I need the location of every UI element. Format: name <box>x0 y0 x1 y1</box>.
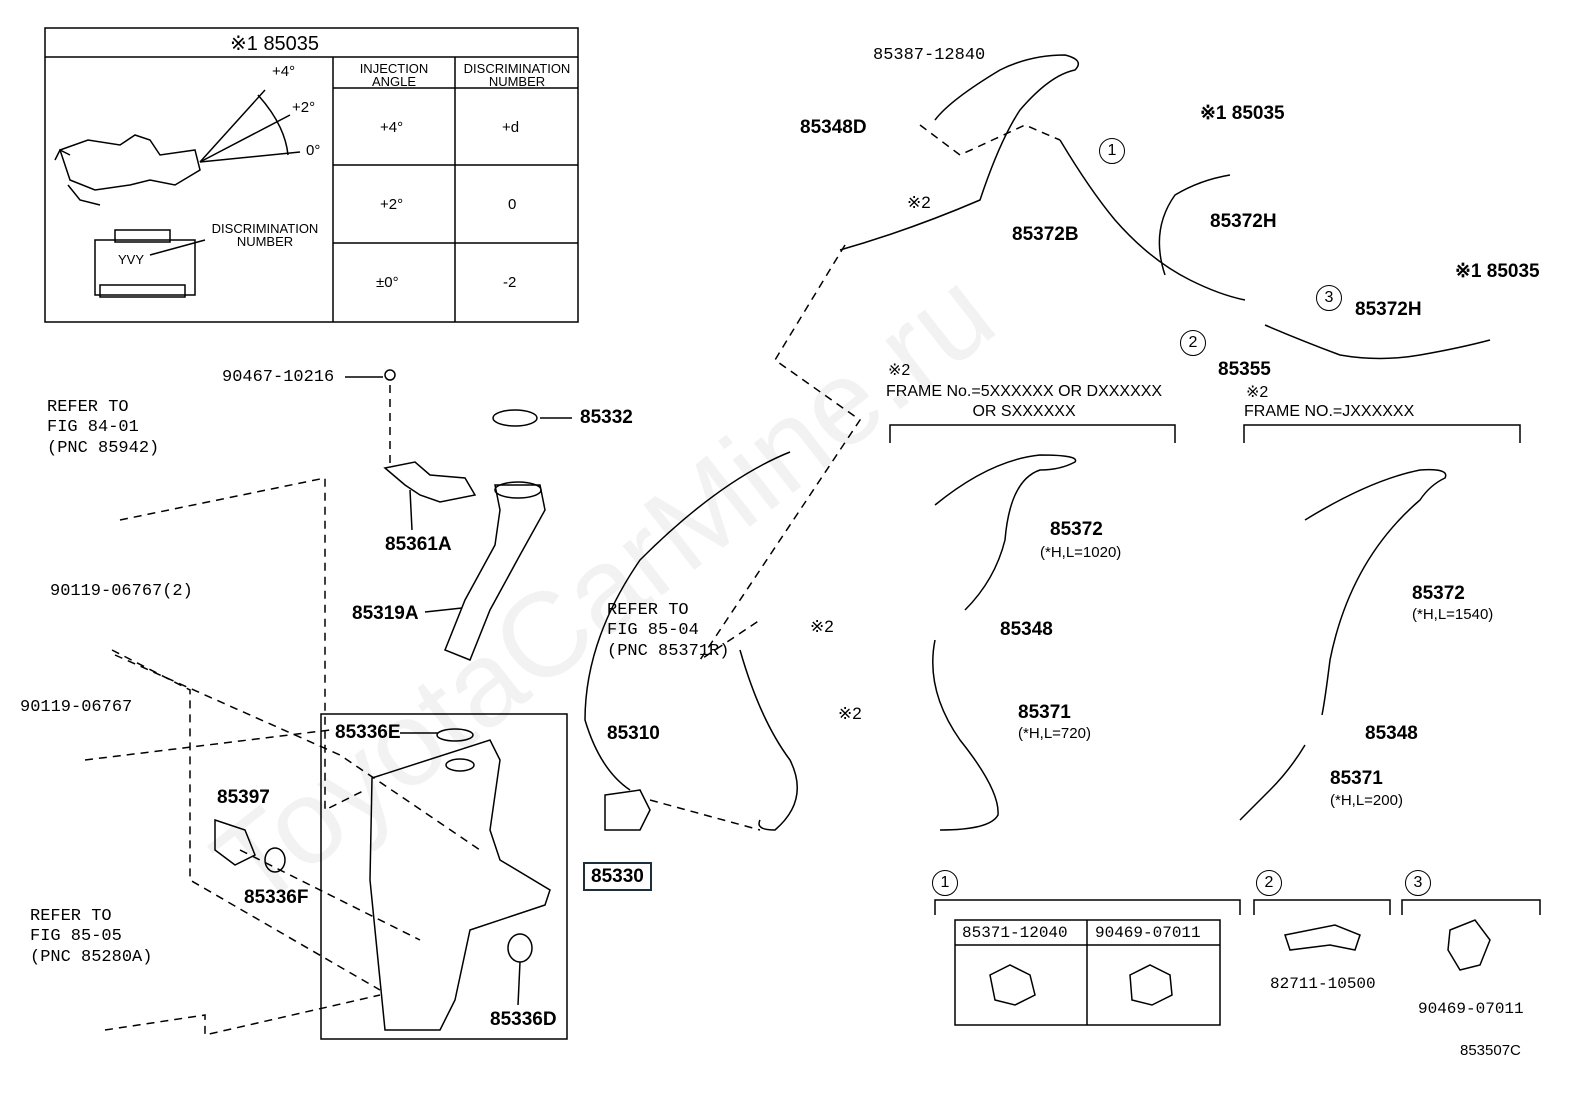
label-85371-b[interactable]: 85371 <box>1330 768 1383 789</box>
label-85371-a[interactable]: 85371 <box>1018 702 1071 723</box>
callout-1-section[interactable]: 1 <box>932 870 958 896</box>
label-85372-a-note: (*H,L=1020) <box>1040 544 1122 561</box>
label-90119-2[interactable]: 90119-06767(2) <box>50 582 193 601</box>
label-85372H-b[interactable]: 85372H <box>1355 299 1422 320</box>
inset-row2-angle: +2° <box>380 196 404 213</box>
callout-2[interactable]: 2 <box>1180 330 1206 356</box>
mark-2-a: ※2 <box>907 193 931 212</box>
callout-2-section[interactable]: 2 <box>1256 870 1282 896</box>
clip-2-part[interactable]: 82711-10500 <box>1270 975 1376 993</box>
clip-3-part[interactable]: 90469-07011 <box>1418 1000 1524 1018</box>
callout-3[interactable]: 3 <box>1316 285 1342 311</box>
hose-85372B <box>1059 139 1246 301</box>
washer-pump <box>604 789 651 831</box>
frame-b-mark: ※2 <box>1246 384 1269 401</box>
hose-main <box>584 451 791 791</box>
angle-line-2 <box>199 114 291 163</box>
filler-pipe <box>444 484 546 661</box>
angle-mark-4: +4° <box>272 63 296 80</box>
hose-top <box>839 54 1080 251</box>
frame-a-mark: ※2 <box>888 362 911 379</box>
label-85336F[interactable]: 85336F <box>244 887 309 908</box>
inset-row1-number: +d <box>502 119 520 136</box>
discrimination-label: DISCRIMINATION NUMBER <box>211 221 319 249</box>
ref-fig85-04[interactable]: REFER TO FIG 85-04 (PNC 85371R) <box>607 601 730 661</box>
hose-85372H-b <box>1264 324 1491 360</box>
angle-line-4 <box>199 89 266 163</box>
inset-row3-number: -2 <box>503 274 517 291</box>
inset-col2-header: DISCRIMINATION NUMBER <box>463 61 571 89</box>
ref-fig84[interactable]: REFER TO FIG 84-01 (PNC 85942) <box>47 398 160 458</box>
label-85319A[interactable]: 85319A <box>352 603 419 624</box>
frame-b-note: FRAME NO.=JXXXXXX <box>1244 403 1415 420</box>
label-85336E[interactable]: 85336E <box>335 722 401 743</box>
bracket-85361A <box>383 461 477 503</box>
level-sensor <box>214 818 256 866</box>
label-85330[interactable]: 85330 <box>583 862 652 891</box>
label-85332[interactable]: 85332 <box>580 407 633 428</box>
ref-fig85-05[interactable]: REFER TO FIG 85-05 (PNC 85280A) <box>30 907 153 967</box>
label-85372-b[interactable]: 85372 <box>1412 583 1465 604</box>
hose-85372H-a <box>1158 174 1231 276</box>
connector-marks: YVY <box>118 252 145 267</box>
tank-frame <box>320 713 568 1040</box>
label-85371-b-note: (*H,L=200) <box>1330 792 1403 809</box>
hose-85372-a <box>934 454 1077 611</box>
washer-tank <box>369 739 551 1031</box>
angle-mark-2: +2° <box>292 99 316 116</box>
hose-85371-a <box>932 639 999 831</box>
connector-body <box>94 239 196 296</box>
label-85372-b-note: (*H,L=1540) <box>1412 606 1494 623</box>
callout-1[interactable]: 1 <box>1099 138 1125 164</box>
label-85361A[interactable]: 85361A <box>385 534 452 555</box>
clip-table-col2[interactable]: 90469-07011 <box>1095 924 1201 942</box>
label-85371-a-note: (*H,L=720) <box>1018 725 1091 742</box>
diagram-code: 853507C <box>1460 1042 1521 1059</box>
clip-table-col1[interactable]: 85371-12040 <box>962 924 1068 942</box>
label-85387[interactable]: 85387-12840 <box>873 46 986 65</box>
label-85348-a[interactable]: 85348 <box>1000 619 1053 640</box>
label-85035-b[interactable]: ※1 85035 <box>1455 261 1540 282</box>
inset-row1-angle: +4° <box>380 119 404 136</box>
label-90467[interactable]: 90467-10216 <box>222 368 335 387</box>
angle-line-0 <box>199 151 301 163</box>
angle-mark-0: 0° <box>306 142 321 159</box>
label-85348-b[interactable]: 85348 <box>1365 723 1418 744</box>
label-85310[interactable]: 85310 <box>607 723 660 744</box>
label-85372H-a[interactable]: 85372H <box>1210 211 1277 232</box>
inset-title: ※1 85035 <box>230 33 320 55</box>
inset-frame <box>44 27 579 323</box>
label-85336D[interactable]: 85336D <box>490 1009 557 1030</box>
label-85035-a[interactable]: ※1 85035 <box>1200 103 1285 124</box>
label-85355[interactable]: 85355 <box>1218 359 1271 380</box>
inset-row2-number: 0 <box>508 196 517 213</box>
mark-2-b: ※2 <box>810 617 834 636</box>
inset-col1-header: INJECTION ANGLE <box>359 61 429 89</box>
label-85348D[interactable]: 85348D <box>800 117 867 138</box>
hose-85372-b <box>1304 468 1447 716</box>
hose-85371-b <box>1239 744 1306 821</box>
label-85372-a[interactable]: 85372 <box>1050 519 1103 540</box>
mark-2-c: ※2 <box>838 704 862 723</box>
callout-3-section[interactable]: 3 <box>1405 870 1431 896</box>
label-85397[interactable]: 85397 <box>217 787 270 808</box>
frame-a-note: FRAME No.=5XXXXXX OR DXXXXXX OR SXXXXXX <box>886 383 1163 420</box>
nozzle-sketch <box>59 134 201 191</box>
label-85372B[interactable]: 85372B <box>1012 224 1079 245</box>
label-90119[interactable]: 90119-06767 <box>20 698 133 717</box>
inset-row3-angle: ±0° <box>376 274 399 291</box>
